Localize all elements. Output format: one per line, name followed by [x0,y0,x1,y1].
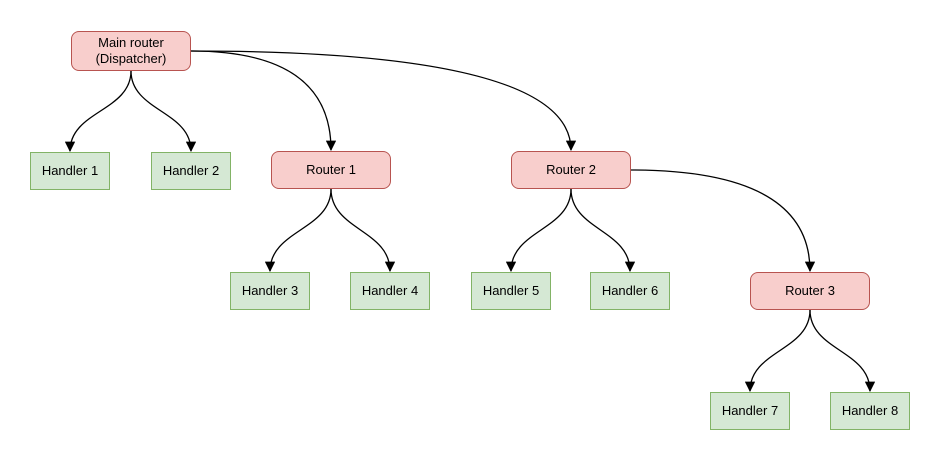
edge-main-router1 [190,50,337,152]
node-router-3: Router 3 [750,272,870,310]
node-label: Router 3 [785,282,835,298]
edge-router2-router3 [630,169,816,273]
node-handler-1: Handler 1 [30,152,110,190]
edge-router3-handler8 [809,309,876,393]
edge-main-handler2 [130,70,197,153]
node-handler-3: Handler 3 [230,272,310,310]
node-handler-7: Handler 7 [710,392,790,430]
node-router-1: Router 1 [271,151,391,189]
node-label: Handler 6 [601,282,659,298]
node-label: Handler 1 [41,162,99,178]
node-handler-5: Handler 5 [471,272,551,310]
node-handler-4: Handler 4 [350,272,430,310]
node-label: Handler 7 [721,402,779,418]
node-handler-8: Handler 8 [830,392,910,430]
node-label: Handler 3 [241,282,299,298]
edge-router2-handler5 [505,188,572,273]
edges [64,50,876,393]
node-label: Router 2 [546,161,596,177]
node-label: Main router (Dispatcher) [95,34,167,66]
node-label: Router 1 [306,161,356,177]
edge-router1-handler3 [264,188,332,273]
node-label: Handler 5 [482,282,540,298]
edge-router1-handler4 [330,188,396,273]
node-handler-2: Handler 2 [151,152,231,190]
edge-main-handler1 [64,70,132,153]
edge-main-router2 [190,50,577,152]
node-label: Handler 8 [841,402,899,418]
edge-router3-handler7 [744,309,811,393]
node-handler-6: Handler 6 [590,272,670,310]
node-router-2: Router 2 [511,151,631,189]
node-label: Handler 4 [361,282,419,298]
node-label: Handler 2 [162,162,220,178]
node-main-router-dispatcher: Main router (Dispatcher) [71,31,191,71]
edge-router2-handler6 [570,188,636,273]
